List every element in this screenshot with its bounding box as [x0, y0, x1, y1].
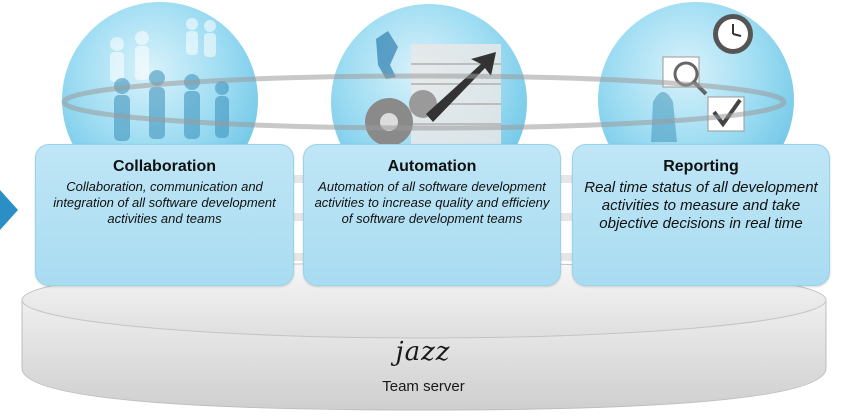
card-description: Collaboration, communication and integra…: [53, 179, 276, 226]
card-title: Reporting: [663, 158, 739, 175]
card-title: Automation: [387, 158, 477, 175]
reporting-card: Reporting Real time status of all develo…: [572, 144, 830, 286]
card-description: Real time status of all development acti…: [584, 179, 818, 232]
collaboration-card: Collaboration Collaboration, communicati…: [35, 144, 294, 286]
card-title: Collaboration: [112, 158, 217, 175]
people-group-icon: [110, 18, 229, 141]
automation-card: Automation Automation of all software de…: [303, 144, 561, 286]
card-description: Automation of all software development a…: [314, 179, 550, 226]
orbit-ring: [61, 73, 787, 131]
clock-report-icon: [651, 14, 753, 142]
logo-text: jazz: [395, 337, 451, 367]
jazz-logo: jazz: [378, 337, 468, 371]
team-server-label: Team server: [382, 378, 465, 395]
chevron-right-icon: [0, 190, 18, 230]
